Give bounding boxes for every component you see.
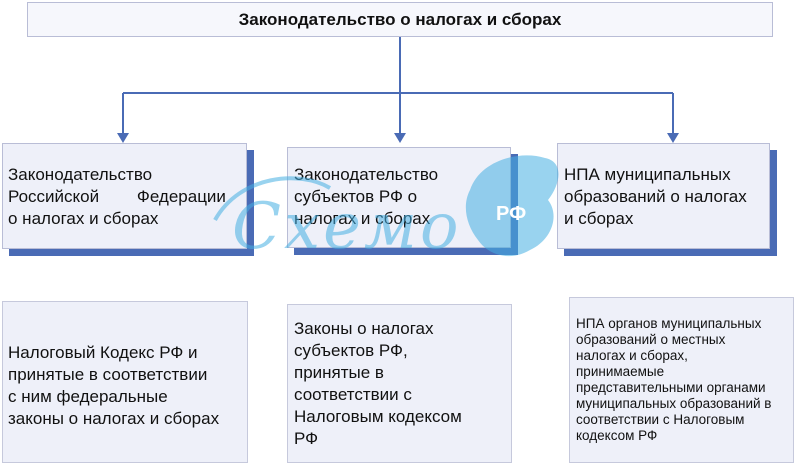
box-tax-code-line-3: с ним федеральные [8, 387, 168, 406]
box-regional-law-line-2: субъектов РФ о [294, 187, 418, 206]
box-municipal-npa-line-3: и сборах [564, 209, 634, 228]
box-federal-law-line-3: о налогах и сборах [8, 209, 159, 228]
box-municipal-acts-line-6: муниципальных образований в [576, 396, 772, 411]
box-tax-code-line-2: принятые в соответствии [8, 365, 208, 384]
box-municipal-npa-line-2: образований о налогах [564, 187, 747, 206]
box-regional-law-line-3: налогах и сборах [294, 209, 431, 228]
box-regional-laws-line-2: субъектов РФ, [294, 341, 408, 360]
box-municipal-acts-line-4: принимаемые [576, 364, 665, 379]
box-municipal-acts-line-2: образований о местных [576, 332, 726, 347]
box-federal-law: Законодательство Российской Федерации о … [2, 143, 247, 249]
box-municipal-acts-line-8: кодексом РФ [576, 428, 658, 443]
diagram-title: Законодательство о налогах и сборах [27, 2, 773, 37]
box-regional-laws-line-1: Законы о налогах [294, 319, 434, 338]
arrowhead-right [667, 133, 679, 143]
box-regional-law-line-1: Законодательство [294, 165, 439, 184]
box-municipal-acts-line-3: налогах и сборах, [576, 348, 688, 363]
box-federal-law-line-1: Законодательство [8, 165, 153, 184]
arrowhead-center [394, 133, 406, 143]
box-municipal-acts: НПА органов муниципальных образований о … [569, 297, 794, 463]
box-tax-code-line-4: законы о налогах и сборах [8, 409, 220, 428]
box-municipal-npa-line-1: НПА муниципальных [564, 165, 731, 184]
title-text: Законодательство о налогах и сборах [238, 9, 562, 29]
box-regional-laws: Законы о налогах субъектов РФ, принятые … [287, 304, 512, 463]
box-tax-code: Налоговый Кодекс РФ и принятые в соответ… [2, 301, 248, 463]
box-regional-law: Законодательство субъектов РФ о налогах … [287, 147, 511, 248]
box-regional-laws-line-5: Налоговым кодексом [294, 407, 462, 426]
arrowhead-left [117, 133, 129, 143]
box-regional-laws-line-3: принятые в [294, 363, 384, 382]
box-municipal-npa: НПА муниципальных образований о налогах … [557, 143, 770, 249]
box-regional-laws-line-4: соответствии с [294, 385, 412, 404]
box-federal-law-line-2: Российской Федерации [8, 187, 226, 206]
box-municipal-acts-line-5: представительными органами [576, 380, 766, 395]
box-municipal-acts-line-1: НПА органов муниципальных [576, 316, 762, 331]
box-municipal-acts-line-7: соответствии с Налоговым [576, 412, 745, 427]
box-regional-laws-line-6: РФ [294, 429, 319, 448]
box-tax-code-line-1: Налоговый Кодекс РФ и [8, 343, 198, 362]
